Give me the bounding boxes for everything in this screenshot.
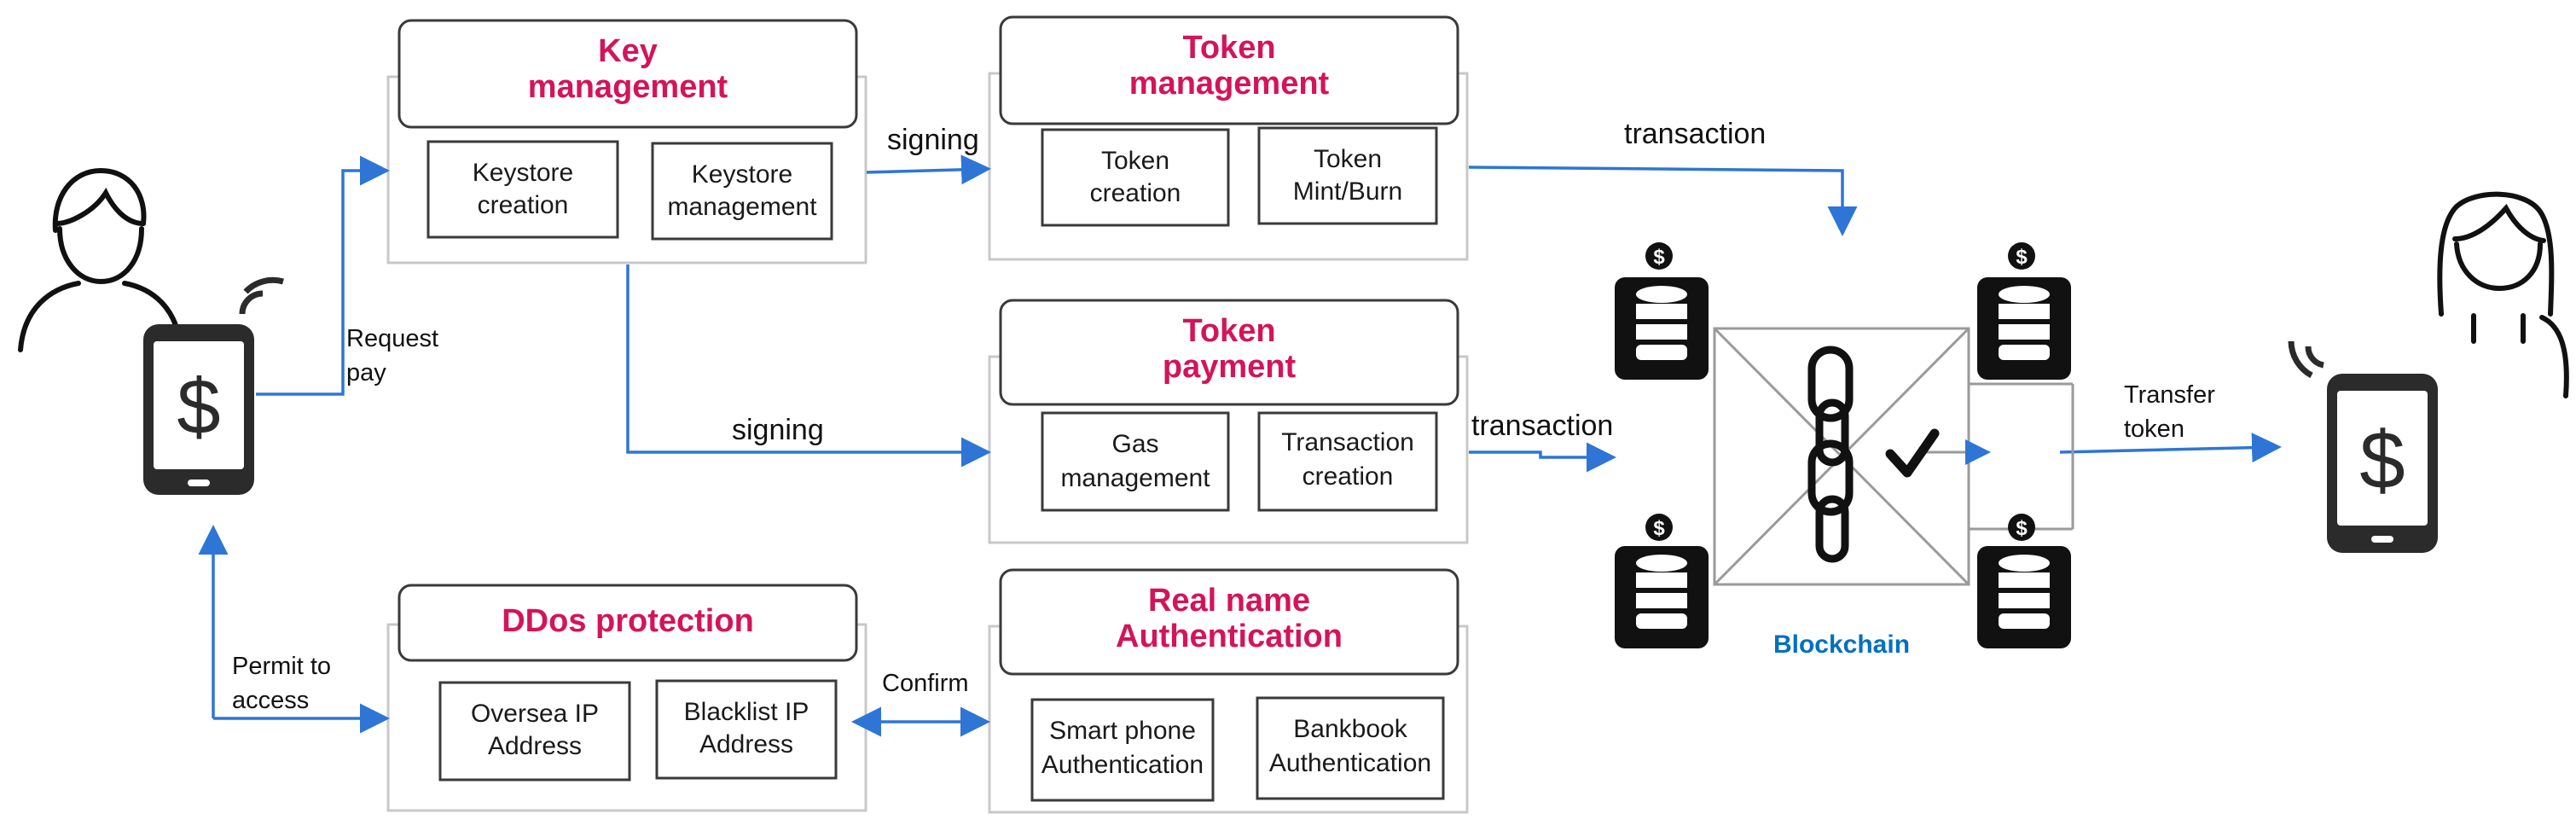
svg-text:$: $: [177, 363, 220, 450]
key-title-line2: management: [528, 69, 728, 105]
svg-text:$: $: [2016, 517, 2028, 540]
transaction-mid-label: transaction: [1471, 410, 1613, 442]
svg-text:management: management: [1060, 464, 1210, 492]
receiver-phone-icon: $: [2288, 340, 2438, 553]
svg-text:Keystore: Keystore: [692, 160, 792, 189]
transfer-label-1: Transfer: [2124, 381, 2215, 409]
blacklist-ip-box: [655, 679, 838, 780]
keystore-management-box: [651, 142, 833, 241]
oversea-ip-box: [438, 681, 631, 782]
svg-text:$: $: [2359, 415, 2405, 506]
transaction-creation-box: [1257, 411, 1438, 512]
blockchain-label: Blockchain: [1773, 631, 1910, 659]
signing-mid-label: signing: [732, 414, 824, 446]
checkmark-icon: [1885, 428, 1940, 478]
svg-text:Authentication: Authentication: [1041, 751, 1204, 779]
transaction-top-label: transaction: [1624, 118, 1766, 150]
signing-top-label: signing: [887, 124, 979, 156]
svg-text:payment: payment: [1163, 349, 1297, 385]
svg-text:Token: Token: [1101, 147, 1169, 175]
svg-text:Authentication: Authentication: [1269, 749, 1431, 777]
receiver-person-icon: [2437, 191, 2569, 398]
svg-text:creation: creation: [1090, 179, 1181, 207]
request-pay-label-2: pay: [346, 359, 386, 386]
bankbook-authentication-box: [1256, 696, 1445, 800]
svg-text:creation: creation: [1303, 462, 1394, 491]
node-bottom-left: $: [1615, 514, 1709, 648]
svg-text:Bankbook: Bankbook: [1293, 715, 1407, 743]
svg-text:Mint/Burn: Mint/Burn: [1293, 177, 1402, 206]
svg-text:Address: Address: [699, 730, 793, 758]
svg-text:management: management: [667, 193, 817, 221]
token-mint-burn-box: [1257, 126, 1438, 225]
svg-text:Token: Token: [1314, 145, 1382, 173]
ddos-protection-module: DDos protection Oversea IP Address Black…: [386, 584, 867, 812]
token-creation-box: [1041, 128, 1230, 227]
transaction-mid-arrow: [1469, 442, 1616, 473]
svg-text:Address: Address: [488, 732, 582, 760]
real-name-authentication-module: Real name Authentication Smart phone Aut…: [988, 568, 1469, 814]
svg-text:$: $: [2016, 246, 2028, 269]
svg-text:$: $: [1653, 517, 1665, 540]
signing-mid-arrow: [626, 264, 991, 468]
permit-label-2: access: [232, 687, 309, 714]
svg-text:management: management: [1129, 66, 1330, 102]
signing-top-arrow: [866, 154, 991, 185]
permit-label-1: Permit to: [232, 653, 331, 680]
svg-text:Token: Token: [1182, 313, 1275, 349]
keystore-creation-box: [426, 140, 619, 239]
transaction-top-arrow: [1468, 166, 1858, 236]
svg-text:Oversea IP: Oversea IP: [471, 700, 599, 728]
svg-text:Token: Token: [1182, 30, 1275, 66]
transfer-token-arrow: [2059, 433, 2282, 463]
svg-text:Real name: Real name: [1148, 583, 1310, 619]
node-top-right: $: [1977, 242, 2071, 380]
svg-text:Transaction: Transaction: [1281, 428, 1414, 456]
node-top-left: $: [1615, 242, 1709, 380]
token-payment-module: Token payment Gas management Transaction…: [988, 299, 1469, 544]
node-bottom-right: $: [1977, 514, 2071, 648]
request-pay-label-1: Request: [346, 325, 438, 352]
gas-management-box: [1041, 411, 1230, 512]
svg-text:creation: creation: [478, 191, 569, 219]
svg-text:$: $: [1653, 246, 1665, 269]
smartphone-authentication-box: [1030, 698, 1215, 802]
blockchain-network: $ $ $ $ Blockchain: [1615, 242, 2074, 659]
key-management-module: Key management Keystore creation Keystor…: [386, 19, 867, 264]
confirm-label: Confirm: [882, 670, 969, 697]
request-pay-arrow: [256, 155, 390, 396]
svg-text:Gas: Gas: [1111, 430, 1158, 458]
svg-text:Smart phone: Smart phone: [1049, 717, 1196, 745]
transfer-label-2: token: [2124, 416, 2184, 443]
sender-person-icon: [18, 167, 183, 352]
svg-text:Keystore: Keystore: [473, 159, 573, 187]
svg-text:Authentication: Authentication: [1116, 619, 1343, 654]
chain-link-icon: [1807, 346, 1854, 563]
token-management-module: Token management Token creation Token Mi…: [988, 15, 1469, 261]
sender-phone-icon: $: [143, 276, 284, 495]
svg-text:Blacklist IP: Blacklist IP: [684, 698, 809, 726]
key-title-line1: Key: [598, 33, 658, 69]
svg-text:DDos protection: DDos protection: [502, 603, 754, 639]
